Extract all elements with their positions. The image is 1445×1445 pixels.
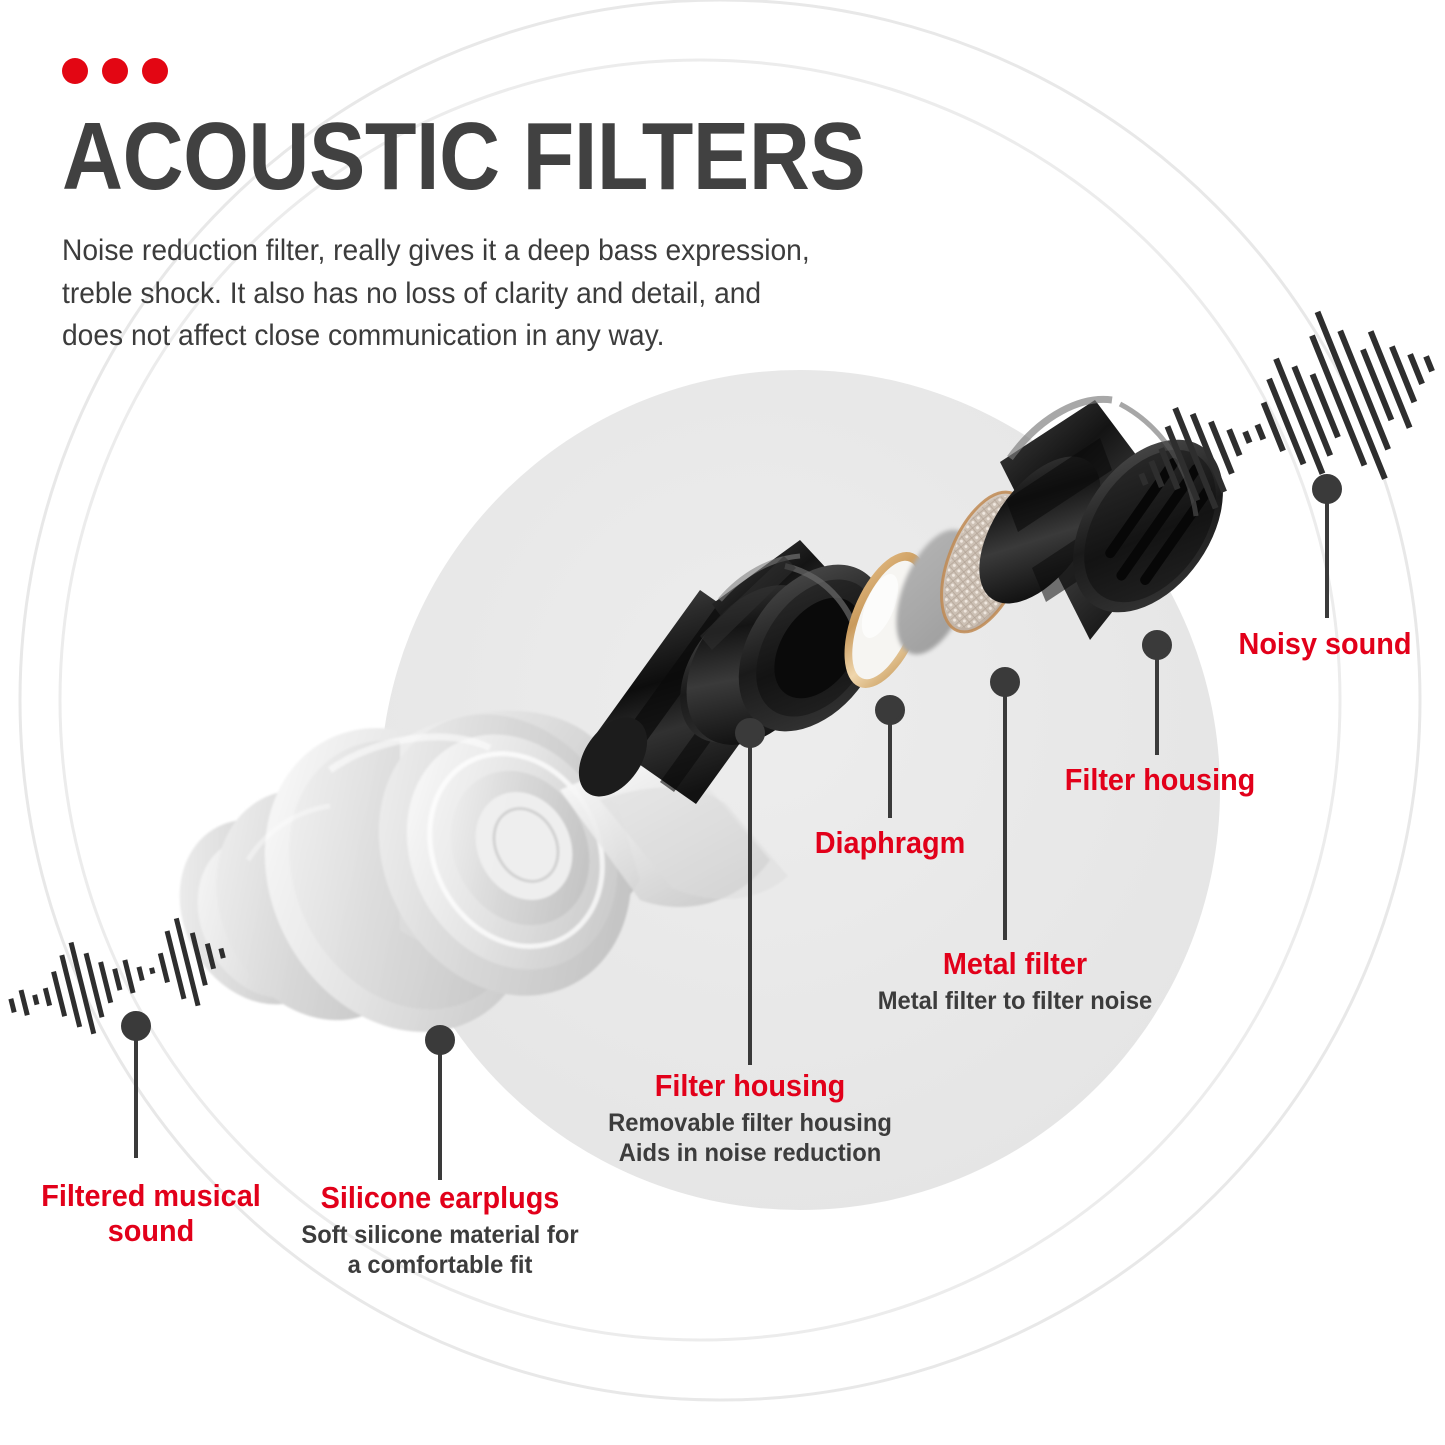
leader-silicone-earplugs — [425, 1025, 455, 1180]
callout-metal-filter: Metal filter Metal filter to filter nois… — [845, 946, 1185, 1016]
mid-circle-outline — [58, 58, 1342, 1342]
callout-title: Silicone earplugs — [320, 1180, 560, 1215]
callout-silicone-earplugs: Silicone earplugs Soft silicone material… — [275, 1180, 605, 1280]
callout-subtitle-line: a comfortable fit — [347, 1251, 533, 1280]
callout-subtitle-line: Removable filter housing — [608, 1109, 892, 1138]
callout-filtered-musical-sound: Filtered musical sound — [16, 1178, 286, 1249]
filtered-sound-waveform — [8, 917, 226, 1035]
page-title: ACOUSTIC FILTERS — [62, 103, 866, 210]
page-subtitle: Noise reduction filter, really gives it … — [62, 230, 1002, 358]
callout-diaphragm: Diaphragm — [770, 825, 1010, 860]
outer-circle-outline — [18, 0, 1422, 1402]
subtitle-line: treble shock. It also has no loss of cla… — [62, 276, 762, 310]
callout-title: Filter housing — [1064, 762, 1256, 797]
callout-title-line1: Filtered musical — [41, 1178, 261, 1213]
subtitle-line: Noise reduction filter, really gives it … — [62, 234, 810, 268]
callout-filter-housing-upper: Filter housing — [1040, 762, 1280, 797]
filter-housing-nozzle-part — [578, 540, 886, 804]
callout-subtitle-line: Aids in noise reduction — [618, 1139, 882, 1168]
subtitle-line: does not affect close communication in a… — [62, 319, 665, 353]
callout-noisy-sound: Noisy sound — [1215, 626, 1435, 661]
callout-title: Filtered musical sound — [25, 1178, 276, 1249]
callout-subtitle: Removable filter housing Aids in noise r… — [593, 1108, 907, 1168]
noisy-sound-waveform — [1138, 310, 1435, 510]
leader-noisy-sound — [1312, 474, 1342, 618]
callout-subtitle: Metal filter to filter noise — [854, 986, 1177, 1016]
decorative-dots — [62, 58, 1062, 84]
callout-title: Metal filter — [942, 946, 1088, 981]
callout-filter-housing-lower: Filter housing Removable filter housing … — [585, 1068, 915, 1168]
red-dot-icon — [102, 58, 128, 84]
callout-title: Noisy sound — [1238, 626, 1412, 661]
callout-title: Diaphragm — [814, 825, 966, 860]
leader-filter-housing-lower — [735, 718, 765, 1065]
callout-subtitle-line: Metal filter to filter noise — [877, 987, 1153, 1016]
leader-metal-filter — [990, 667, 1020, 940]
leader-lines — [121, 474, 1342, 1180]
callout-subtitle-line: Soft silicone material for — [301, 1221, 579, 1250]
leader-filtered-musical-sound — [121, 1011, 151, 1158]
leader-diaphragm — [875, 695, 905, 818]
red-dot-icon — [62, 58, 88, 84]
red-dot-icon — [142, 58, 168, 84]
callout-title: Filter housing — [654, 1068, 846, 1103]
header: ACOUSTIC FILTERS Noise reduction filter,… — [62, 58, 1062, 358]
callout-title-line2: sound — [107, 1213, 195, 1249]
leader-filter-housing-upper — [1142, 630, 1172, 755]
callout-subtitle: Soft silicone material for a comfortable… — [283, 1220, 597, 1280]
